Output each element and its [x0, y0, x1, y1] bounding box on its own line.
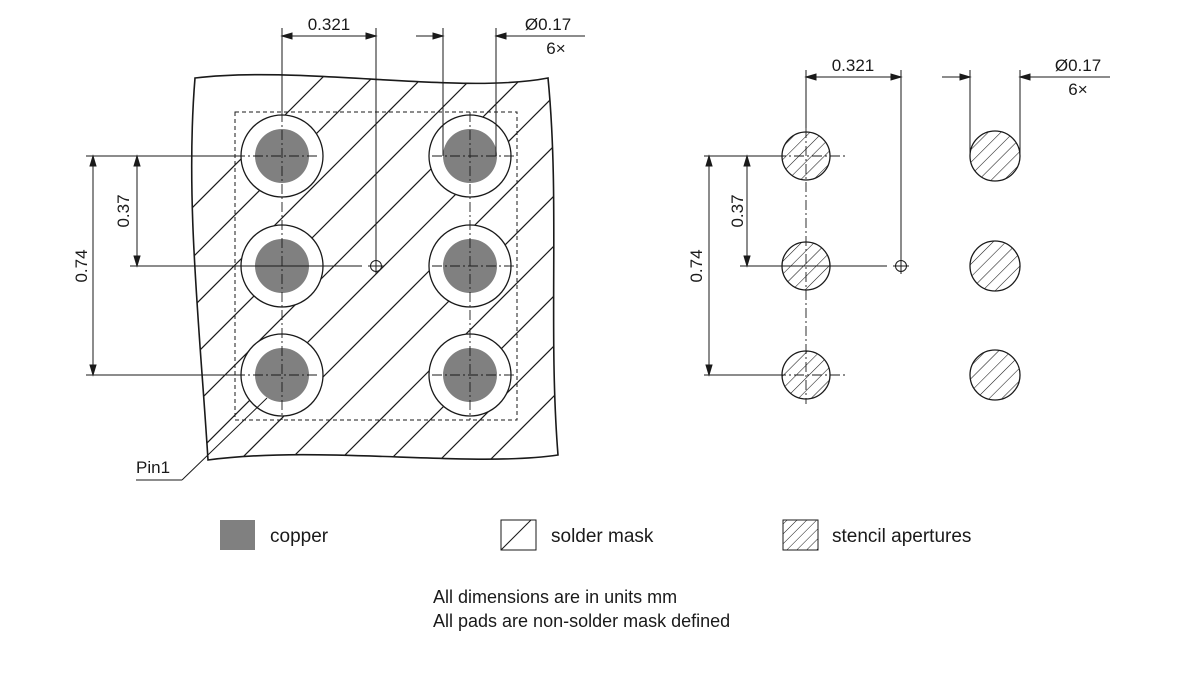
right-view: 0.321 Ø0.17 6× 0.37 0.74	[687, 56, 1110, 404]
dim-count-left-label: 6×	[546, 39, 565, 58]
legend-label-solder-mask: solder mask	[551, 526, 654, 547]
dim-pitch-y-left	[130, 154, 362, 268]
legend: copper solder mask stencil apertures	[220, 519, 971, 551]
dim-total-y-left	[86, 154, 245, 377]
left-view: 0.321 Ø0.17 6× 0.37 0.74	[72, 15, 585, 481]
origin-marker-right	[893, 258, 909, 274]
copper-swatch-icon	[220, 520, 255, 550]
dim-total-y-left-label: 0.74	[72, 249, 91, 282]
dim-pitch-x-left	[280, 28, 378, 258]
stencil-aperture-5	[969, 240, 1021, 292]
dim-total-y-right-label: 0.74	[687, 249, 706, 282]
note-pads: All pads are non-solder mask defined	[433, 611, 730, 631]
dim-pitch-x-right	[804, 70, 903, 258]
dim-diameter-right	[942, 70, 1110, 156]
dim-pitch-y-right-label: 0.37	[728, 194, 747, 227]
dim-diameter-left	[416, 28, 585, 156]
solder-mask-outline	[190, 73, 559, 461]
dim-total-y-right	[704, 154, 782, 377]
dim-pitch-y-left-label: 0.37	[114, 194, 133, 227]
legend-label-copper: copper	[270, 526, 329, 547]
note-units: All dimensions are in units mm	[433, 587, 677, 607]
origin-marker	[368, 258, 384, 274]
pin1-label: Pin1	[136, 458, 170, 477]
stencil-swatch-icon	[782, 519, 819, 551]
dim-pitch-x-left-label: 0.321	[308, 15, 351, 34]
dim-pitch-x-right-label: 0.321	[832, 56, 875, 75]
dim-pitch-y-right	[740, 154, 887, 268]
stencil-aperture-6	[969, 349, 1021, 401]
stencil-aperture-4	[969, 130, 1021, 182]
legend-item-solder-mask: solder mask	[500, 519, 654, 551]
legend-label-stencil: stencil apertures	[832, 526, 971, 547]
pad-3	[240, 333, 324, 417]
solder-mask-swatch-icon	[500, 519, 537, 551]
dim-count-right-label: 6×	[1068, 80, 1087, 99]
legend-item-stencil: stencil apertures	[782, 519, 971, 551]
dim-diameter-left-label: Ø0.17	[525, 15, 571, 34]
legend-item-copper: copper	[220, 520, 329, 550]
dim-diameter-right-label: Ø0.17	[1055, 56, 1101, 75]
notes: All dimensions are in units mm All pads …	[433, 587, 730, 631]
pin1-leader	[136, 397, 268, 481]
